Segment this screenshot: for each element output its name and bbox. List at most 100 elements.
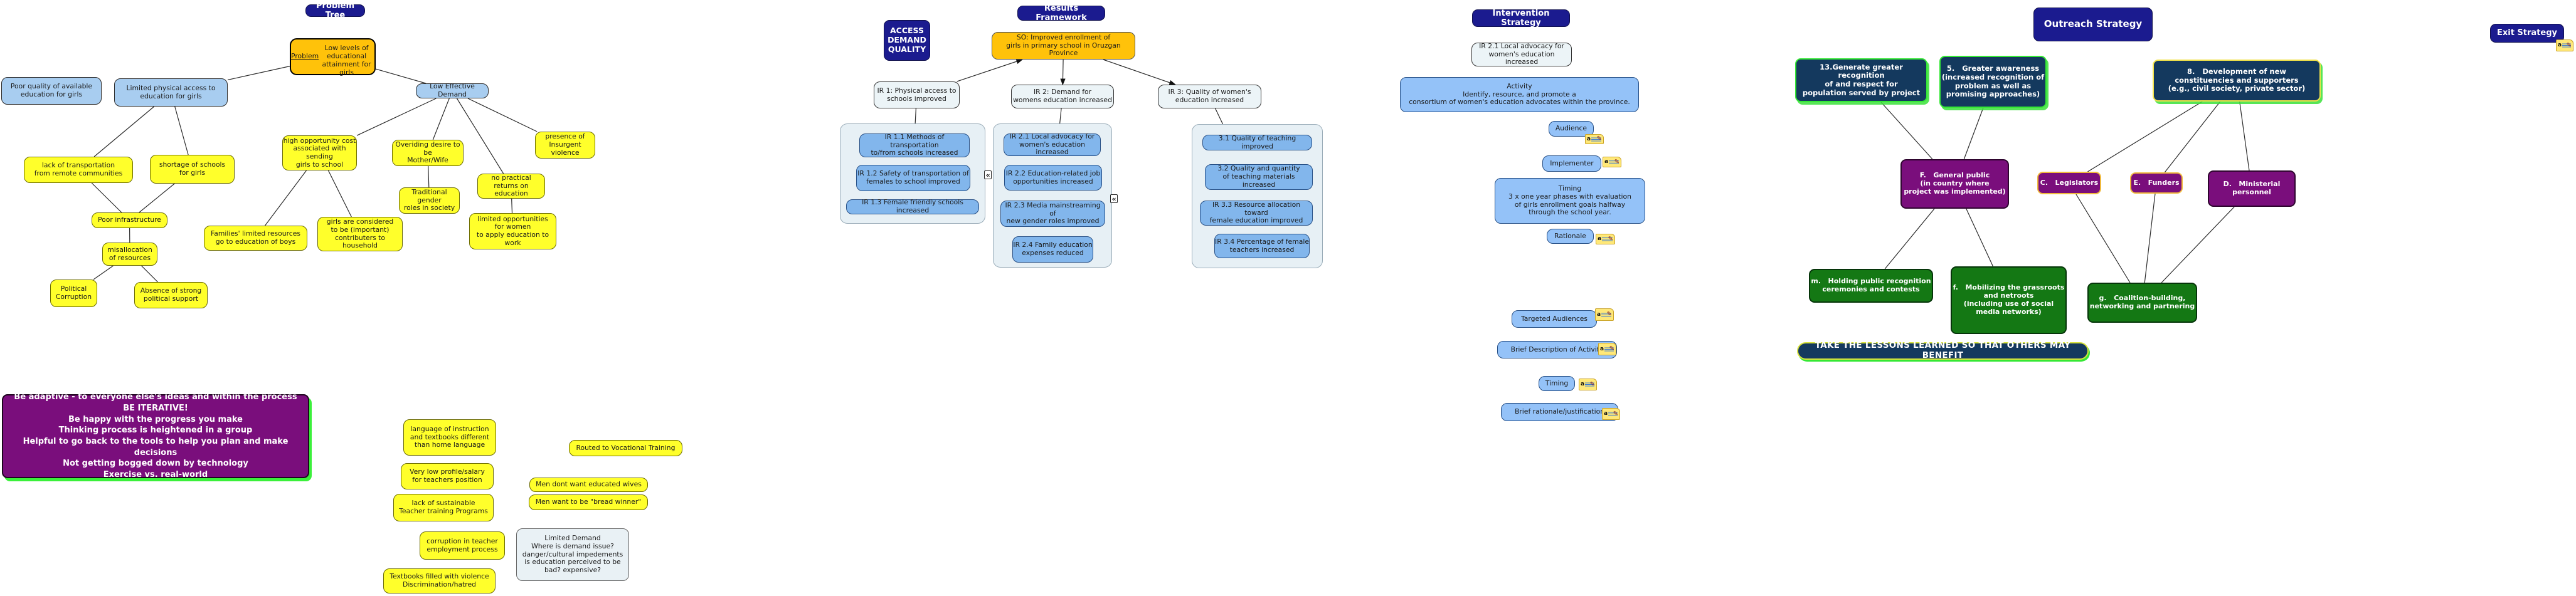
intervention-strategy-title[interactable]: Intervention Strategy: [1472, 9, 1570, 28]
annotation-note-icon-brief-rationale[interactable]: a✎: [1602, 408, 1620, 420]
routed-vocational-training-node[interactable]: Routed to Vocational Training: [569, 440, 682, 456]
note-lines: [1608, 411, 1618, 417]
outreach-8-constituencies-node[interactable]: 8. Development of new constituencies and…: [2153, 60, 2321, 102]
implementer-node[interactable]: Implementer: [1542, 155, 1601, 172]
annotation-note-icon-timing[interactable]: a✎: [1579, 379, 1597, 390]
audience-f-general-public-node[interactable]: F. General public (in country where proj…: [1900, 159, 2009, 209]
note-letter: a: [2558, 42, 2562, 48]
timing-detail-node[interactable]: Timing 3 x one year phases with evaluati…: [1495, 178, 1645, 224]
shortage-of-schools-node[interactable]: shortage of schools for girls: [150, 155, 235, 184]
textbooks-violence-node[interactable]: Textbooks filled with violence Discrimin…: [383, 568, 496, 593]
misallocation-of-resources-node[interactable]: misallocation of resources: [102, 243, 157, 266]
exit-strategy-title[interactable]: Exit Strategy: [2490, 24, 2564, 43]
annotation-note-icon-implementer[interactable]: a✎: [1603, 157, 1621, 167]
problem-tree-title[interactable]: Problem Tree: [305, 1, 365, 20]
pencil-icon: ✎: [1606, 311, 1612, 318]
ir3-node[interactable]: IR 3: Quality of women's education incre…: [1158, 85, 1261, 108]
ir3-1-node[interactable]: 3.1 Quality of teaching improved: [1202, 134, 1312, 150]
men-bread-winner-node[interactable]: Men want to be "bread winner": [529, 494, 648, 510]
ir1-node[interactable]: IR 1: Physical access to schools improve…: [874, 81, 960, 108]
men-dont-want-educated-wives-node[interactable]: Men dont want educated wives: [529, 478, 648, 492]
traditional-gender-roles-node[interactable]: Traditional gender roles in society: [399, 187, 460, 214]
note-lines: [1609, 159, 1619, 165]
political-corruption-node[interactable]: Political Corruption: [50, 280, 97, 307]
note-letter: a: [1587, 135, 1591, 142]
annotation-note-icon-rationale[interactable]: a✎: [1596, 234, 1615, 244]
results-framework-title[interactable]: Results Framework: [1017, 4, 1105, 23]
audience-node[interactable]: Audience: [1549, 121, 1594, 137]
pencil-icon: ✎: [1589, 380, 1595, 388]
pencil-icon: ✎: [1596, 135, 1602, 142]
note-letter: a: [1600, 345, 1604, 352]
note-lines: [1601, 311, 1611, 318]
ir3-2-node[interactable]: 3.2 Quality and quantity of teaching mat…: [1205, 164, 1313, 190]
poor-quality-education-node[interactable]: Poor quality of available education for …: [1, 77, 102, 105]
overiding-desire-node[interactable]: Overiding desire to be Mother/Wife: [392, 140, 464, 166]
outreach-strategy-title[interactable]: Outreach Strategy: [2033, 8, 2153, 41]
access-demand-quality-label[interactable]: ACCESS DEMAND QUALITY: [884, 20, 930, 61]
ir2-3-node[interactable]: IR 2.3 Media mainstreaming of new gender…: [1000, 201, 1105, 227]
outreach-5-awareness-node[interactable]: 5. Greater awareness (increased recognit…: [1939, 56, 2047, 108]
teacher-employment-corruption-node[interactable]: corruption in teacher employment process: [420, 531, 505, 560]
poor-infrastructure-node[interactable]: Poor infrastructure: [92, 212, 167, 228]
limited-physical-access-node[interactable]: Limited physical access to education for…: [114, 78, 228, 107]
ir2-1-node[interactable]: IR 2.1 Local advocacy for women's educat…: [1004, 132, 1101, 156]
annotation-note-icon-exit-strategy[interactable]: a✎: [2556, 39, 2573, 51]
absence-political-support-node[interactable]: Absence of strong political support: [134, 282, 208, 308]
annotation-note-icon-brief-description[interactable]: a✎: [1598, 343, 1616, 355]
pencil-icon: ✎: [1609, 345, 1614, 352]
language-of-instruction-node[interactable]: language of instruction and textbooks di…: [403, 419, 496, 456]
note-lines: [1602, 236, 1613, 242]
targeted-audiences-node[interactable]: Targeted Audiences: [1512, 310, 1597, 328]
audience-c-legislators-node[interactable]: C. Legislators: [2037, 172, 2101, 194]
lack-teacher-training-node[interactable]: lack of sustainable Teacher training Pro…: [393, 494, 494, 521]
annotation-note-icon-targeted-audiences[interactable]: a✎: [1595, 308, 1614, 321]
limited-demand-note[interactable]: Limited Demand Where is demand issue? da…: [516, 528, 629, 581]
annotation-note-icon-audience[interactable]: a✎: [1585, 134, 1604, 144]
low-effective-demand-node[interactable]: Low Effective Demand: [416, 82, 489, 98]
tactic-f-grassroots-node[interactable]: f. Mobilizing the grassroots and netroot…: [1951, 266, 2067, 334]
outreach-13-recognition-node[interactable]: 13.Generate greater recognition of and r…: [1795, 58, 1927, 102]
lack-of-transportation-node[interactable]: lack of transportation from remote commu…: [24, 157, 133, 183]
note-lines: [2562, 43, 2571, 48]
workshop-reflections-note[interactable]: Be adaptive - to everyone else's ideas a…: [2, 392, 309, 479]
brief-rationale-node[interactable]: Brief rationale/justification: [1501, 403, 1618, 421]
audience-e-funders-node[interactable]: E. Funders: [2130, 172, 2183, 194]
high-opportunity-cost-node[interactable]: high opportunity cost associated with se…: [282, 135, 357, 170]
note-letter: a: [1598, 236, 1602, 242]
pencil-icon: ✎: [2566, 41, 2572, 49]
ir1-3-node[interactable]: IR 1.3 Female friendly schools increased: [846, 198, 979, 214]
ir2-4-node[interactable]: IR 2.4 Family education expenses reduced: [1012, 236, 1093, 263]
collapse-chevron-icon-2[interactable]: «: [1110, 194, 1118, 203]
girls-considered-contributers-node[interactable]: girls are considered to be (important) c…: [317, 217, 403, 251]
note-letter: a: [1604, 410, 1608, 417]
ir3-3-node[interactable]: IR 3.3 Resource allocation toward female…: [1200, 201, 1313, 226]
take-lessons-learned-banner[interactable]: TAKE THE LESSONS LEARNED SO THAT OTHERS …: [1797, 340, 2089, 360]
problem-node[interactable]: Problem Low levels of educational attain…: [290, 38, 376, 76]
tactic-m-ceremonies-node[interactable]: m. Holding public recognition ceremonies…: [1809, 269, 1933, 303]
no-practical-returns-node[interactable]: no practical returns on education: [477, 174, 545, 199]
pencil-icon: ✎: [1614, 158, 1619, 165]
brief-description-node[interactable]: Brief Description of Activity: [1497, 341, 1617, 358]
tactic-g-coalition-node[interactable]: g. Coalition-building, networking and pa…: [2087, 283, 2197, 323]
ir1-1-node[interactable]: IR 1.1 Methods of transportation to/from…: [859, 133, 970, 157]
timing-node[interactable]: Timing: [1539, 376, 1575, 391]
limited-opportunities-node[interactable]: limited opportunities for women to apply…: [469, 213, 556, 249]
insurgent-violence-node[interactable]: presence of Insurgent violence: [535, 132, 595, 159]
rationale-node[interactable]: Rationale: [1547, 229, 1594, 244]
ir2-2-node[interactable]: IR 2.2 Education-related job opportuniti…: [1004, 165, 1102, 191]
ir2-node[interactable]: IR 2: Demand for womens education increa…: [1011, 85, 1114, 108]
pencil-icon: ✎: [1608, 235, 1613, 243]
intervention-ir2-1-node[interactable]: IR 2.1 Local advocacy for women's educat…: [1471, 42, 1572, 66]
note-letter: a: [1597, 311, 1601, 318]
families-limited-resources-node[interactable]: Families' limited resources go to educat…: [204, 226, 307, 251]
strategic-objective-node[interactable]: SO: Improved enrollment of girls in prim…: [992, 32, 1135, 60]
activity-node[interactable]: Activity Identify, resource, and promote…: [1400, 77, 1639, 112]
ir1-2-node[interactable]: IR 1.2 Safety of transportation of femal…: [856, 165, 970, 191]
ir3-4-node[interactable]: IR 3.4 Percentage of female teachers inc…: [1214, 234, 1310, 258]
collapse-chevron-icon-1[interactable]: «: [984, 170, 992, 179]
low-teacher-salary-node[interactable]: Very low profile/salary for teachers pos…: [401, 463, 494, 489]
audience-d-ministerial-node[interactable]: D. Ministerial personnel: [2208, 170, 2296, 207]
